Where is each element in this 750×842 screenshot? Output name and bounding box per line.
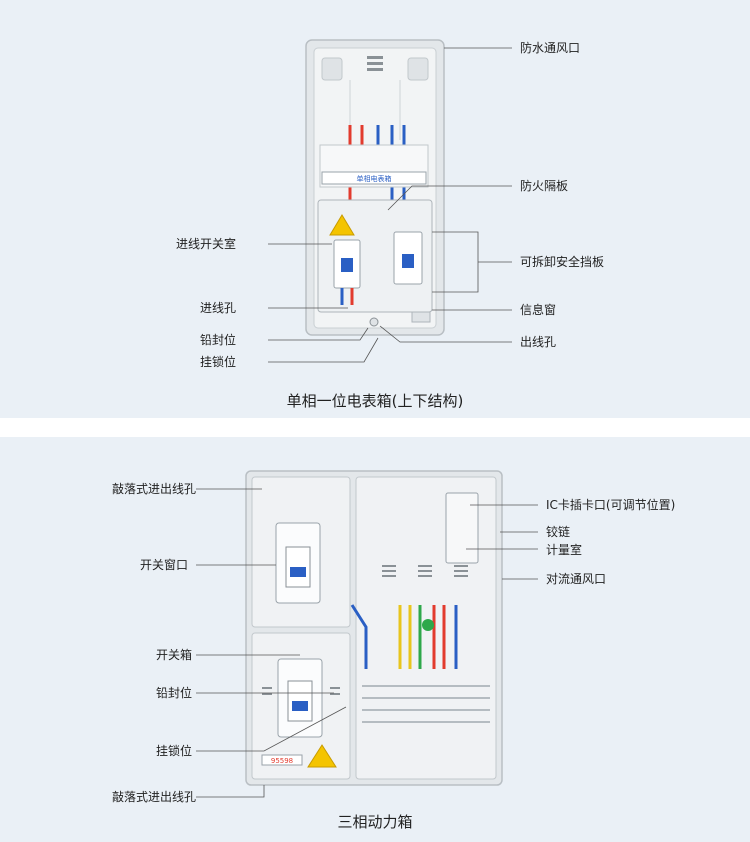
waterproof-vent — [367, 56, 383, 71]
tag-text-95598: 95598 — [271, 757, 293, 765]
three-phase-box-illustration: 95598 — [196, 470, 538, 798]
warning-sign-icon — [329, 214, 355, 236]
label-info-window: 信息窗 — [520, 303, 557, 317]
label-meter-room: 计量室 — [546, 543, 583, 557]
label-inlet-hole: 进线孔 — [200, 301, 237, 315]
caption-three-phase: 三相动力箱 — [337, 813, 413, 831]
label-ic-slot: IC卡插卡口(可调节位置) — [546, 498, 676, 512]
label-lead-seal-bottom: 铅封位 — [156, 686, 193, 700]
label-removable-shield: 可拆卸安全挡板 — [520, 255, 605, 269]
label-fire-barrier: 防火隔板 — [520, 179, 569, 193]
label-lead-seal: 铅封位 — [200, 333, 237, 347]
convection-vent — [262, 565, 468, 695]
label-switch-box: 开关箱 — [156, 648, 193, 662]
wires-three-phase — [350, 604, 458, 669]
label-lock-position-bottom: 挂锁位 — [156, 744, 193, 758]
label-waterproof-vent: 防水通风口 — [520, 41, 581, 55]
label-lock-position: 挂锁位 — [200, 355, 237, 369]
three-phase-panel: 95598 敲落式进出线孔 IC卡插卡口(可调节位置) 铰链 计量室 开关窗口 … — [0, 437, 750, 842]
single-phase-box-illustration: 单相电表箱 — [268, 39, 512, 363]
slot-rows — [362, 685, 490, 723]
label-knockout-top: 敲落式进出线孔 — [112, 482, 197, 496]
outlet-hole — [369, 317, 379, 327]
label-switch-window: 开关窗口 — [140, 558, 189, 572]
ic-slot — [445, 492, 479, 564]
label-incoming-switch-room: 进线开关室 — [176, 237, 237, 251]
single-phase-panel: 单相电表箱 防水通风口 防火隔板 进线开关室 可拆卸安全 — [0, 0, 750, 418]
warning-sign-icon-bottom — [307, 744, 337, 768]
info-window — [411, 311, 431, 323]
caption-single-phase: 单相一位电表箱(上下结构) — [286, 392, 464, 410]
box-tag-text: 单相电表箱 — [357, 174, 392, 183]
label-outlet-hole: 出线孔 — [520, 335, 557, 349]
tag-plate-bottom — [261, 754, 303, 766]
label-convection-vent: 对流通风口 — [546, 572, 607, 586]
ground-terminal-icon — [422, 619, 434, 631]
box-tag-plate — [321, 171, 427, 185]
leader-lines-bottom — [196, 488, 538, 798]
leader-lines-top — [268, 47, 512, 363]
label-hinge: 铰链 — [546, 525, 571, 539]
label-knockout-bottom: 敲落式进出线孔 — [112, 790, 197, 804]
